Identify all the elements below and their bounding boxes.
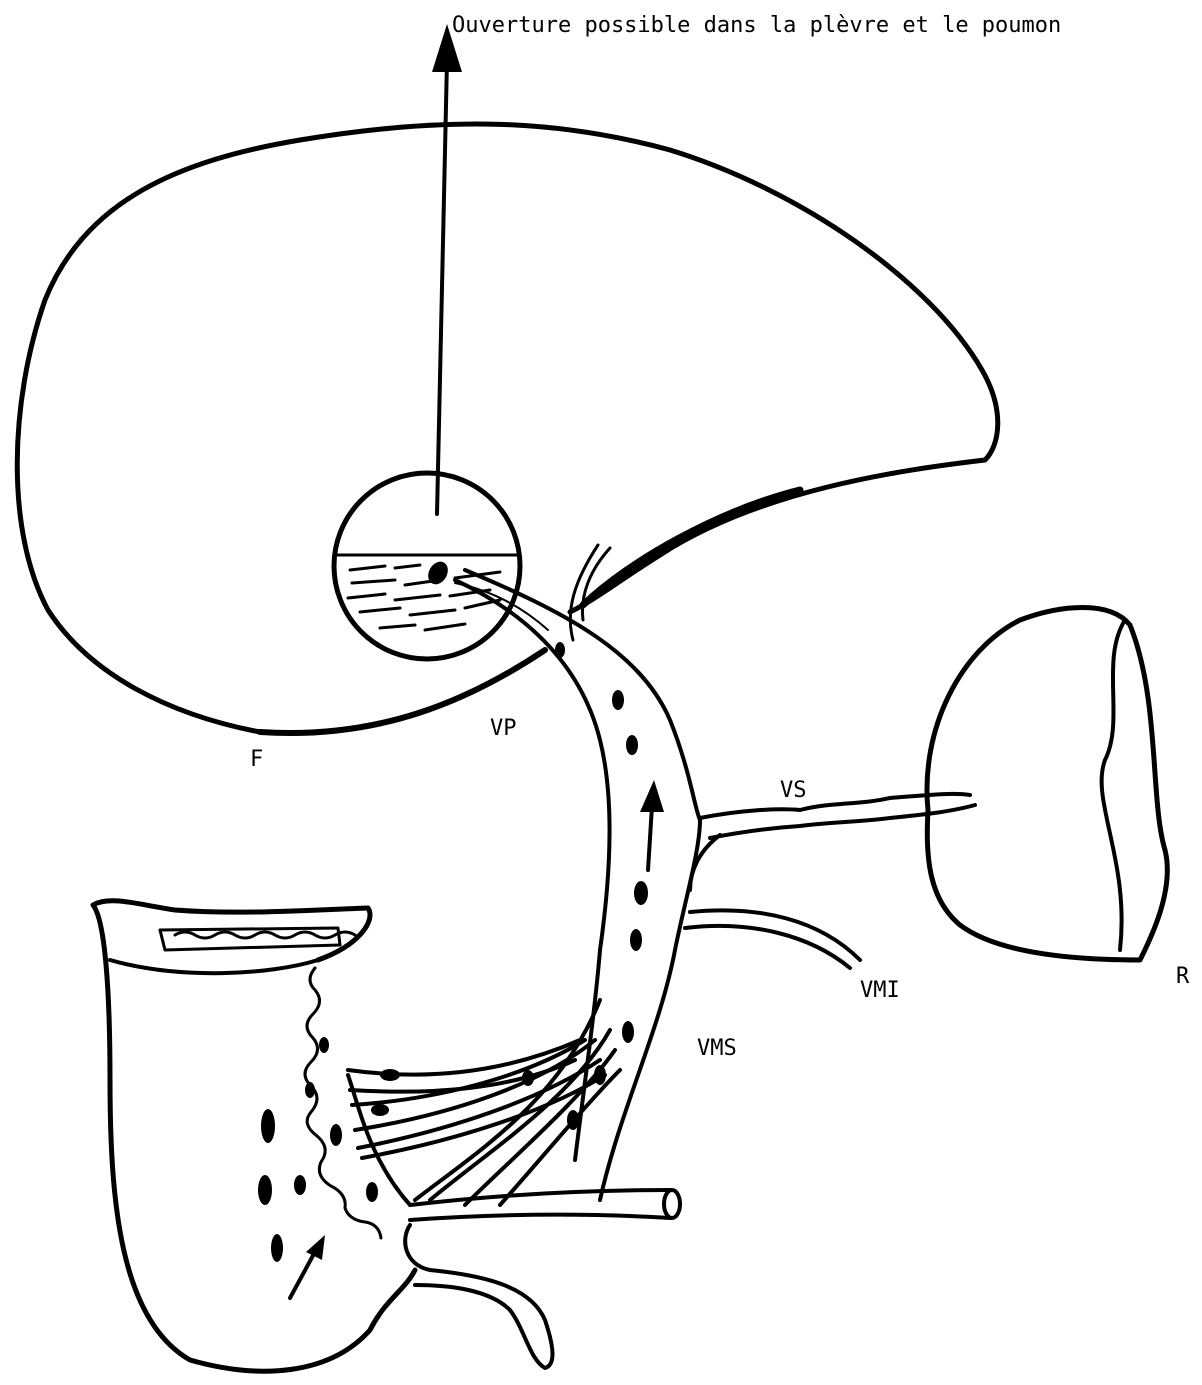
spleen-inner-curve	[1102, 620, 1125, 950]
superior-mesenteric-branches	[348, 1000, 670, 1220]
intestine-mesentery-exit	[405, 1225, 552, 1368]
liver-outline	[17, 124, 998, 732]
embolus-in-cavity	[424, 558, 452, 588]
liver-hilum-edge	[583, 490, 800, 605]
rupture-arrow-shaft	[437, 60, 447, 514]
caption-top: Ouverture possible dans la plèvre et le …	[452, 13, 1061, 38]
label-VMI: VMI	[860, 978, 900, 1003]
label-R: R	[1176, 964, 1190, 989]
portal-flow-arrow-shaft	[648, 806, 652, 870]
portal-flow-arrow-head	[640, 780, 664, 812]
inferior-mesenteric-vein-upper	[690, 910, 860, 960]
intestinal-flow-arrow-head	[306, 1235, 325, 1260]
label-VS: VS	[780, 778, 807, 803]
label-VP: VP	[490, 716, 517, 741]
vs-branch-curve	[690, 835, 720, 890]
intestine-lumen-wave	[175, 932, 355, 938]
intestine-rim	[110, 960, 318, 973]
label-VMS: VMS	[697, 1036, 737, 1061]
mesenteric-vein-end	[664, 1190, 680, 1218]
label-F: F	[250, 747, 263, 772]
intestinal-flow-arrow-shaft	[290, 1250, 316, 1298]
spleen-outline	[927, 608, 1167, 961]
